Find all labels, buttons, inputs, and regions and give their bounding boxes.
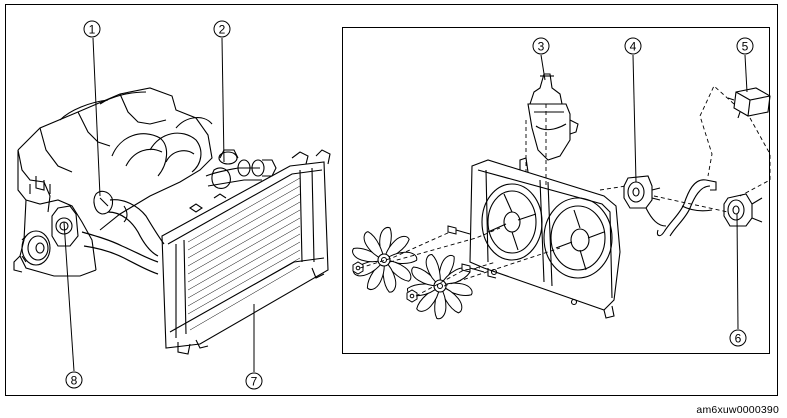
- fan-assembly-inset-frame: [342, 27, 770, 354]
- callout-2: 2: [213, 20, 231, 38]
- figure-code: am6xuw0000390: [696, 404, 779, 416]
- assembly-guide-lines: [359, 85, 771, 297]
- svg-text:7: 7: [251, 375, 258, 389]
- leader-lines: [63, 37, 748, 372]
- callout-8: 8: [65, 371, 83, 389]
- fan-blade-lower-drawing: [406, 252, 474, 320]
- fan-motor-4-drawing: [623, 175, 667, 227]
- svg-text:8: 8: [71, 374, 78, 388]
- fan-blade-upper-drawing: [350, 226, 418, 294]
- callout-4: 4: [624, 37, 642, 55]
- callout-5: 5: [736, 37, 754, 55]
- fan-relay-drawing: [727, 87, 771, 119]
- fasteners-drawing: [352, 225, 485, 303]
- svg-text:4: 4: [630, 40, 637, 54]
- callout-1: 1: [83, 20, 101, 38]
- callout-3: 3: [532, 37, 550, 55]
- svg-text:5: 5: [742, 40, 749, 54]
- svg-text:1: 1: [89, 23, 96, 37]
- svg-text:2: 2: [219, 23, 226, 37]
- wiring-harness-drawing: [656, 179, 717, 237]
- coolant-reservoir-drawing: [527, 73, 579, 161]
- radiator-drawing: [161, 149, 331, 355]
- figure-frame: [5, 4, 778, 396]
- svg-text:3: 3: [538, 40, 545, 54]
- engine-block-drawing: [13, 87, 277, 277]
- callout-6: 6: [729, 329, 747, 347]
- fan-shroud-drawing: [469, 157, 621, 319]
- svg-text:6: 6: [735, 332, 742, 346]
- fan-motor-6-drawing: [723, 193, 763, 227]
- callout-7: 7: [245, 372, 263, 390]
